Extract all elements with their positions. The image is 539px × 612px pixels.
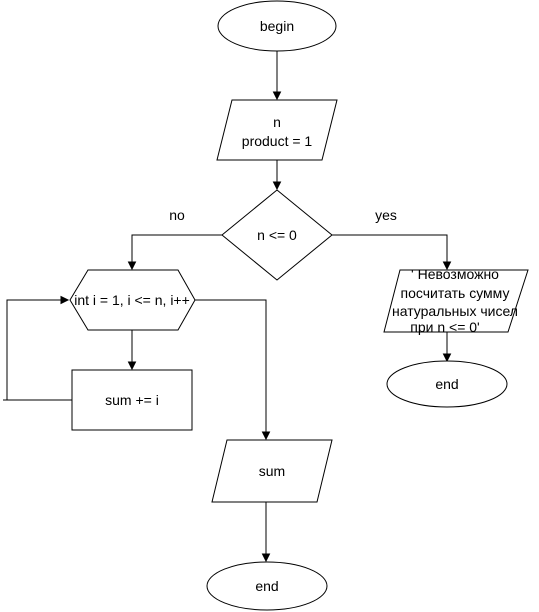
arrowhead — [272, 181, 282, 191]
edge-decision-yes-to-message — [332, 234, 448, 263]
edge-label-no: no — [169, 207, 185, 223]
arrowhead — [272, 91, 282, 101]
edges — [3, 51, 452, 563]
error-line-4: при n <= 0' — [410, 319, 479, 335]
loop-label: int i = 1, i <= n, i++ — [74, 292, 190, 308]
arrowhead — [442, 353, 452, 363]
loop-node: int i = 1, i <= n, i++ — [69, 269, 196, 331]
arrowhead — [127, 361, 137, 371]
arrowhead — [127, 261, 137, 271]
input-line-2: product = 1 — [242, 133, 313, 149]
end-terminal-main: end — [206, 561, 328, 611]
error-line-3: натуральных чисел — [392, 303, 518, 319]
decision-label: n <= 0 — [257, 227, 297, 243]
error-line-2: посчитать сумму — [401, 285, 510, 301]
arrowhead — [442, 261, 452, 271]
decision-node: n <= 0 — [221, 189, 333, 281]
edge-label-yes: yes — [375, 207, 397, 223]
end-main-label: end — [255, 578, 278, 594]
arrowhead — [261, 431, 271, 441]
sum-step-node: sum += i — [71, 369, 193, 431]
arrowhead — [261, 553, 271, 563]
input-line-1: n — [273, 114, 281, 130]
end-error-label: end — [435, 376, 458, 392]
sum-step-label: sum += i — [105, 392, 159, 408]
begin-label: begin — [260, 18, 294, 34]
end-terminal-error: end — [386, 360, 508, 408]
begin-terminal: begin — [217, 0, 337, 52]
edge-loop-exit-to-output — [195, 299, 267, 433]
output-sum-node: sum — [211, 439, 333, 503]
arrowhead — [60, 295, 70, 305]
input-node: n product = 1 — [216, 99, 338, 161]
output-sum-label: sum — [259, 463, 285, 479]
error-message-node: ' Невозможно посчитать сумму натуральных… — [383, 266, 529, 335]
error-line-1: ' Невозможно — [411, 266, 499, 282]
edge-body-back-to-loop — [6, 299, 72, 401]
edge-decision-no-to-loop — [131, 234, 222, 263]
